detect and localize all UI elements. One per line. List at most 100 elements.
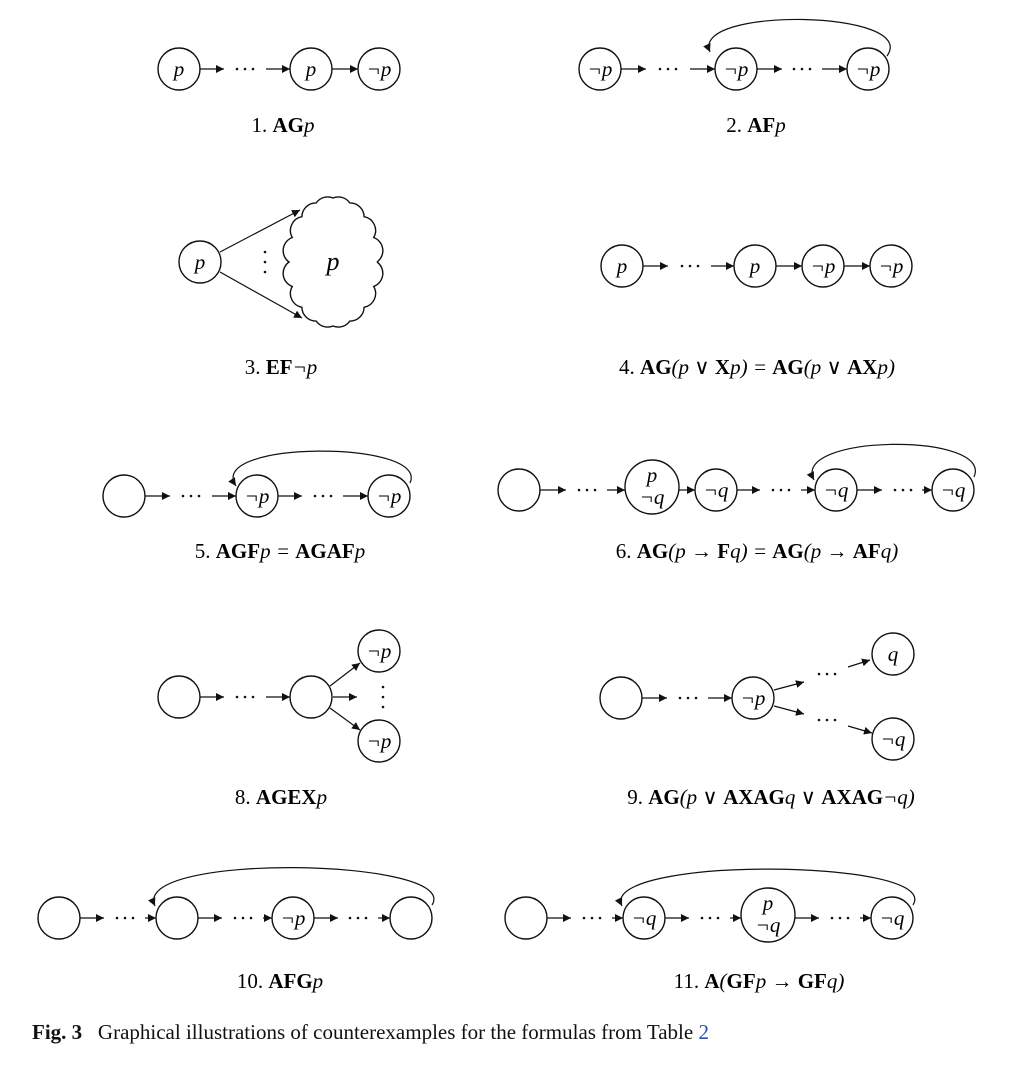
ellipsis-dot bbox=[590, 916, 594, 920]
ellipsis-dot bbox=[263, 260, 267, 264]
ellipsis-dot bbox=[364, 916, 368, 920]
formula-part: q) bbox=[881, 539, 899, 563]
ellipsis-dot bbox=[678, 696, 682, 700]
formula-part: 3. bbox=[245, 355, 266, 379]
ellipsis-dot bbox=[243, 695, 247, 699]
formula-caption: 1. AGp bbox=[252, 113, 315, 137]
ellipsis-dot bbox=[593, 488, 597, 492]
ellipsis-dot bbox=[235, 695, 239, 699]
formula-part: (p ∨ bbox=[672, 355, 715, 379]
state-node bbox=[869, 244, 913, 288]
formula-part: p bbox=[353, 539, 366, 563]
ellipsis-dot bbox=[243, 67, 247, 71]
formula-caption: 8. AGEXp bbox=[235, 785, 327, 809]
ellipsis-dot bbox=[356, 916, 360, 920]
transition-arrow bbox=[773, 680, 805, 691]
cloud-label: p bbox=[325, 247, 340, 276]
ellipsis-dot bbox=[817, 718, 821, 722]
ellipsis-dot bbox=[263, 270, 267, 274]
formula-part: 6. bbox=[616, 539, 637, 563]
ellipsis-dot bbox=[779, 488, 783, 492]
state-node bbox=[740, 887, 796, 943]
formula-part: AG bbox=[637, 539, 669, 563]
ellipsis-dot bbox=[792, 67, 796, 71]
ellipsis-dot bbox=[688, 264, 692, 268]
formula-part: AG bbox=[772, 355, 804, 379]
figure-caption-text: Graphical illustrations of counterexampl… bbox=[97, 1020, 699, 1044]
ellipsis-dot bbox=[348, 916, 352, 920]
state-label: ¬p bbox=[367, 57, 392, 81]
ellipsis-dot bbox=[658, 67, 662, 71]
ellipsis-dot bbox=[598, 916, 602, 920]
state-node bbox=[871, 632, 915, 676]
formula-part: p bbox=[773, 113, 786, 137]
state-label: ¬q bbox=[824, 478, 849, 502]
formula-part: AXAG bbox=[723, 785, 785, 809]
state-node bbox=[731, 676, 775, 720]
state-node bbox=[931, 468, 975, 512]
formula-part: p bbox=[315, 785, 328, 809]
loop-back-arrow bbox=[614, 868, 916, 907]
state-label: p bbox=[193, 250, 206, 274]
transition-arrow bbox=[847, 658, 871, 668]
figure-number: Fig. 3 bbox=[32, 1020, 83, 1044]
formula-part: 11. bbox=[674, 969, 705, 993]
state-label: p bbox=[304, 57, 317, 81]
ellipsis-dot bbox=[825, 718, 829, 722]
formula-part: F bbox=[717, 539, 730, 563]
formula-part: A bbox=[704, 969, 720, 993]
ellipsis-dot bbox=[197, 494, 201, 498]
ellipsis-dot bbox=[241, 916, 245, 920]
ellipsis-dot bbox=[131, 916, 135, 920]
ellipsis-dot bbox=[233, 916, 237, 920]
formula-caption: 3. EF¬p bbox=[245, 355, 318, 379]
state-label: ¬p bbox=[367, 639, 392, 663]
state-label: q bbox=[888, 642, 899, 666]
transition-arrow bbox=[329, 662, 361, 687]
loop-back-arrow bbox=[148, 867, 435, 907]
figure-caption: Fig. 3 Graphical illustrations of counte… bbox=[32, 1020, 992, 1045]
formula-part: 5. bbox=[195, 539, 216, 563]
formula-part: ( bbox=[720, 969, 729, 993]
formula-part: AG bbox=[772, 539, 804, 563]
transition-arrow bbox=[773, 705, 805, 716]
ellipsis-dot bbox=[577, 488, 581, 492]
state-node bbox=[389, 896, 433, 940]
state-node bbox=[178, 240, 222, 284]
state-label: ¬q bbox=[880, 906, 905, 930]
state-node bbox=[155, 896, 199, 940]
ellipsis-dot bbox=[833, 672, 837, 676]
state-label: ¬p bbox=[281, 906, 306, 930]
table-reference-link[interactable]: 2 bbox=[698, 1020, 709, 1044]
state-node bbox=[599, 676, 643, 720]
ellipsis-dot bbox=[901, 488, 905, 492]
ellipsis-dot bbox=[696, 264, 700, 268]
ellipsis-dot bbox=[694, 696, 698, 700]
state-node bbox=[37, 896, 81, 940]
state-node bbox=[357, 47, 401, 91]
state-label: ¬p bbox=[377, 484, 402, 508]
formula-part: AF bbox=[853, 539, 881, 563]
state-node bbox=[357, 719, 401, 763]
formula-part: AFG bbox=[268, 969, 312, 993]
ellipsis-dot bbox=[585, 488, 589, 492]
ellipsis-dot bbox=[381, 685, 385, 689]
formula-part: AG bbox=[640, 355, 672, 379]
state-label: ¬q bbox=[941, 478, 966, 502]
state-node bbox=[624, 459, 680, 515]
formula-part: p → bbox=[754, 969, 798, 993]
formula-part: q ∨ bbox=[785, 785, 821, 809]
formula-part: q) = bbox=[730, 539, 772, 563]
formula-part: p = bbox=[258, 539, 295, 563]
formula-caption: 2. AFp bbox=[726, 113, 786, 137]
formula-part: ¬q) bbox=[883, 785, 915, 809]
ellipsis-dot bbox=[686, 696, 690, 700]
formula-part: 4. bbox=[619, 355, 640, 379]
formula-part: AG bbox=[273, 113, 305, 137]
ellipsis-dot bbox=[800, 67, 804, 71]
ellipsis-dot bbox=[381, 695, 385, 699]
ellipsis-dot bbox=[830, 916, 834, 920]
transition-arrow bbox=[847, 725, 873, 735]
ellipsis-dot bbox=[263, 250, 267, 254]
